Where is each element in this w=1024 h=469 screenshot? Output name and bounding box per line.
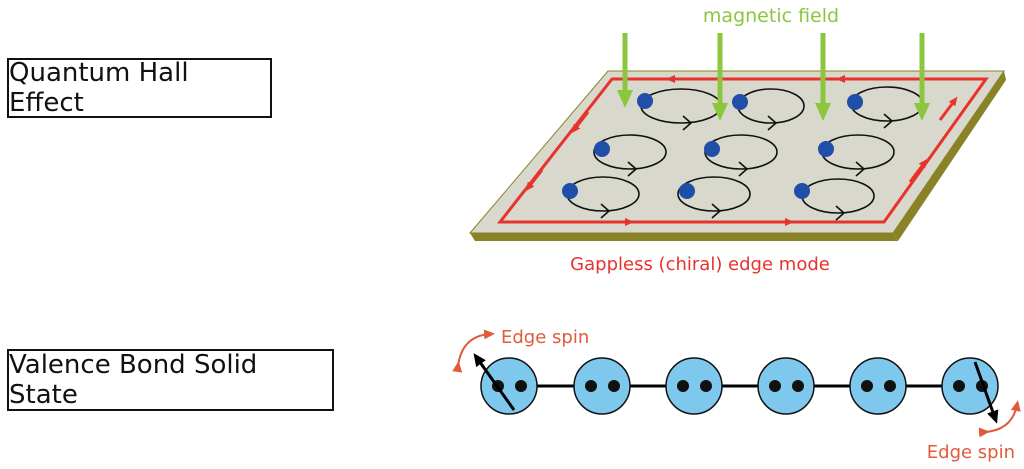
vbs-site [665,357,723,415]
vbs-site [573,357,631,415]
electron [594,141,610,157]
valence-bond-solid-label: Valence Bond Solid State [7,349,334,411]
electron [818,141,834,157]
vbs-sites [480,357,999,415]
electron [704,141,720,157]
vbs-site [849,357,907,415]
electron [794,183,810,199]
right-spin-rotation-arrow [978,400,1021,438]
hall-plate [468,70,1006,241]
valence-bond-solid-title: Valence Bond Solid State [9,350,258,410]
vbs-site [480,357,538,415]
edge-mode-arrowheads [525,75,958,226]
left-spin-rotation-arrow [452,329,495,373]
electron [562,183,578,199]
quantum-hall-effect-title: Quantum Hall Effect [9,58,189,118]
electron [732,94,748,110]
electron [637,93,653,109]
vbs-site [941,357,999,415]
spin-dots [492,380,988,392]
magnetic-field-arrows [617,33,930,121]
electron [847,94,863,110]
magnetic-field-label: magnetic field [703,5,839,27]
electron [679,183,695,199]
electrons [562,93,863,199]
orbit-arrowheads [600,113,894,221]
right-edge-spin-label: Edge spin [927,442,1015,463]
edge-mode-label: Gappless (chiral) edge mode [570,254,830,275]
vbs-site [757,357,815,415]
left-edge-spin-label: Edge spin [501,327,589,348]
quantum-hall-effect-label: Quantum Hall Effect [7,58,272,118]
